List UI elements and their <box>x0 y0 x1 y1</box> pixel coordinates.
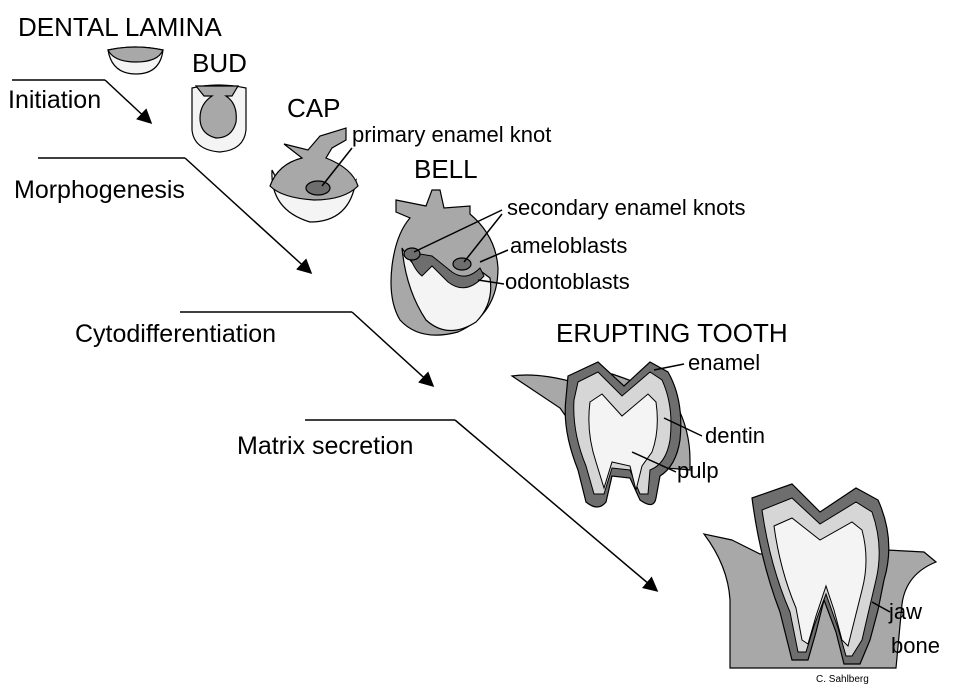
phase-matrix-secretion: Matrix secretion <box>237 432 413 460</box>
phase-initiation: Initiation <box>8 86 101 114</box>
label-bone: bone <box>891 633 940 658</box>
bell-illustration <box>391 190 498 335</box>
label-dentin: dentin <box>705 423 765 448</box>
label-pulp: pulp <box>677 458 719 483</box>
label-secondary-enamel-knots: secondary enamel knots <box>507 195 745 220</box>
initiation-arrow <box>105 80 150 122</box>
credit-text: C. Sahlberg <box>816 674 869 685</box>
stage-dental-lamina: DENTAL LAMINA <box>18 12 222 42</box>
phase-morphogenesis: Morphogenesis <box>14 176 185 204</box>
stage-erupting-tooth: ERUPTING TOOTH <box>556 318 788 348</box>
erupting-tooth-illustration <box>512 362 690 507</box>
bud-illustration <box>192 85 246 152</box>
label-jaw: jaw <box>888 599 922 624</box>
dental-lamina-illustration <box>108 47 163 74</box>
label-odontoblasts: odontoblasts <box>505 269 630 294</box>
stage-bud: BUD <box>192 48 247 78</box>
label-ameloblasts: ameloblasts <box>510 233 627 258</box>
primary-enamel-knot-shape <box>306 181 330 195</box>
stage-bell: BELL <box>414 154 478 184</box>
cap-illustration <box>270 128 358 222</box>
label-enamel-upper: enamel <box>688 350 760 375</box>
stage-cap: CAP <box>287 93 340 123</box>
phase-cytodifferentiation: Cytodifferentiation <box>75 320 276 348</box>
label-primary-enamel-knot: primary enamel knot <box>352 122 551 147</box>
